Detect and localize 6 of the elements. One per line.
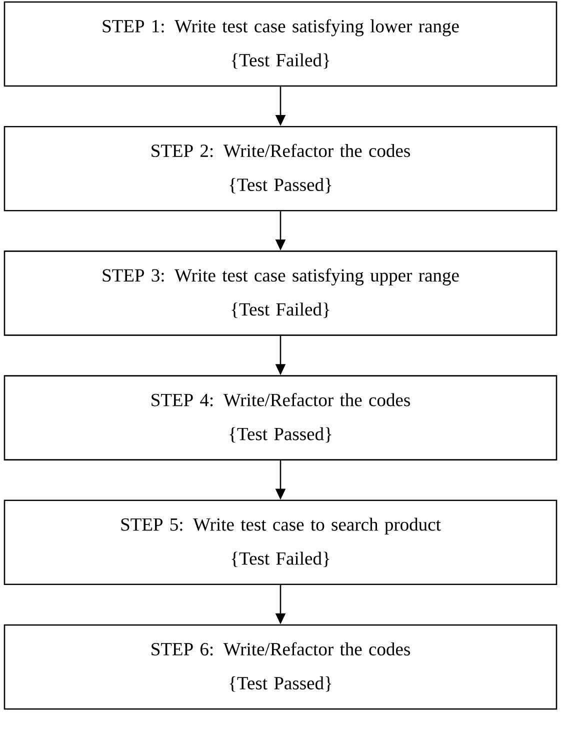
process-box: STEP 1: Write test case satisfying lower range {Test Failed} [4, 1, 558, 87]
process-box: STEP 2: Write/Refactor the codes {Test Passed} [4, 126, 558, 212]
process-box: STEP 4: Write/Refactor the codes {Test Passed} [4, 375, 558, 460]
process-box: STEP 3: Write test case satisfying upper range {Test Failed} [4, 250, 558, 336]
process-box: STEP 5: Write test case to search product {Test Failed} [4, 500, 558, 586]
process-box: STEP 6: Write/Refactor the codes {Test Passed} [4, 624, 558, 710]
